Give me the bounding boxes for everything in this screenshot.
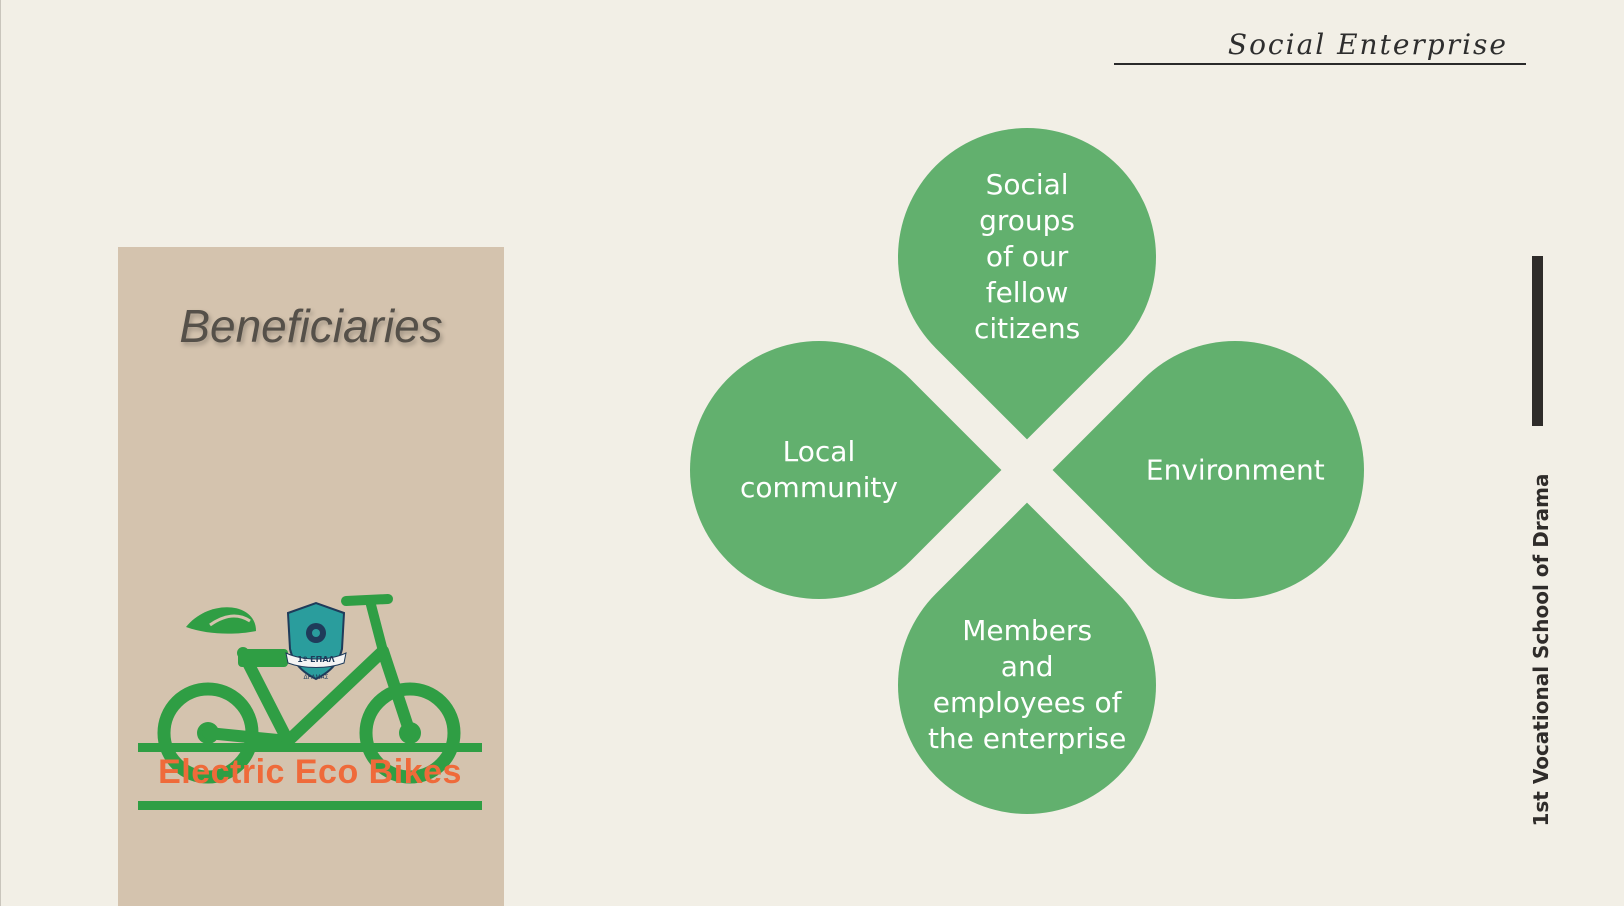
side-accent-bar <box>1532 256 1543 426</box>
school-badge-icon: 1º ΕΠΑΛ ΔΡΑΜΑΣ <box>285 601 347 681</box>
slide-left-edge <box>0 0 1 906</box>
svg-text:1º ΕΠΑΛ: 1º ΕΠΑΛ <box>297 655 335 664</box>
svg-text:ΔΡΑΜΑΣ: ΔΡΑΜΑΣ <box>304 674 329 681</box>
school-name-vertical: 1st Vocational School of Drama <box>1529 473 1553 827</box>
section-title: Social Enterprise <box>1227 28 1508 61</box>
electric-eco-bikes-logo: 1º ΕΠΑΛ ΔΡΑΜΑΣ Electric Eco Bikes <box>138 591 482 823</box>
petal-members-employees-label: Members and employees of the enterprise <box>927 613 1127 755</box>
e-bike-icon: 1º ΕΠΑΛ ΔΡΑΜΑΣ <box>138 594 482 810</box>
beneficiaries-clover: Social groups of our fellow citizens Loc… <box>636 74 1418 868</box>
petal-social-groups-label: Social groups of our fellow citizens <box>973 167 1081 345</box>
petal-local-community-label: Local community <box>740 435 898 504</box>
beneficiaries-panel: Beneficiaries <box>118 247 504 906</box>
logo-wordmark: Electric Eco Bikes <box>158 753 462 791</box>
petal-environment-label: Environment <box>1145 452 1325 486</box>
header-underline <box>1114 63 1526 65</box>
slide-header: Social Enterprise <box>1114 26 1526 66</box>
panel-title: Beneficiaries <box>179 300 443 352</box>
